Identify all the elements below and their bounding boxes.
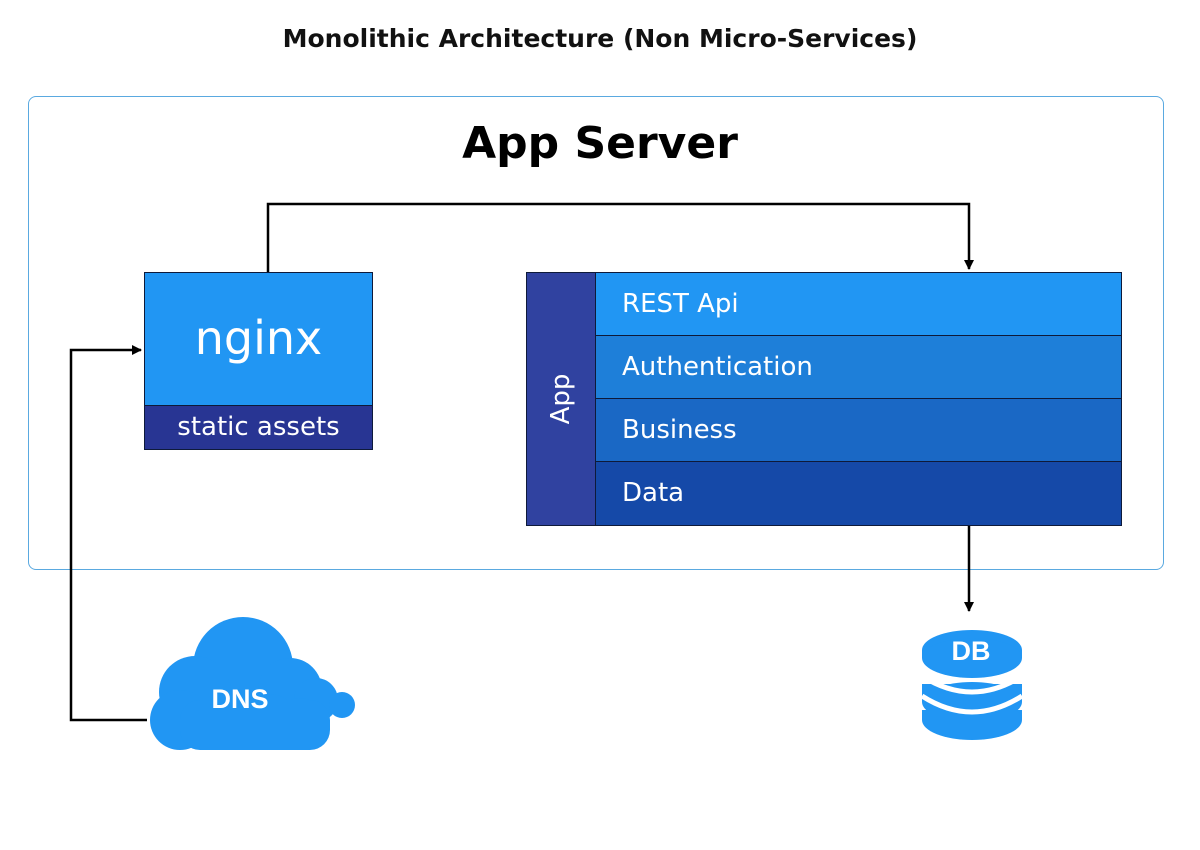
app-side-panel: App [527, 273, 596, 525]
layer-data: Data [596, 462, 1121, 525]
dns-to-nginx-connector [69, 345, 147, 722]
db-label: DB [952, 636, 991, 666]
layer-business: Business [596, 399, 1121, 462]
database-icon: DB [920, 630, 1024, 740]
dns-label: DNS [211, 684, 268, 714]
app-server-title: App Server [462, 118, 738, 169]
layer-authentication: Authentication [596, 336, 1121, 399]
app-side-label: App [546, 373, 576, 425]
static-assets-label: static assets [145, 405, 372, 449]
cloud-icon: DNS [150, 617, 355, 750]
app-server-frame [28, 96, 1164, 570]
nginx-to-app-connector [266, 202, 974, 272]
layer-rest-api: REST Api [596, 273, 1121, 336]
nginx-label: nginx [194, 311, 323, 365]
app-box[interactable]: App REST Api Authentication Business Dat… [526, 272, 1122, 526]
diagram-title: Monolithic Architecture (Non Micro-Servi… [282, 24, 918, 53]
nginx-box[interactable]: nginx static assets [144, 272, 373, 450]
